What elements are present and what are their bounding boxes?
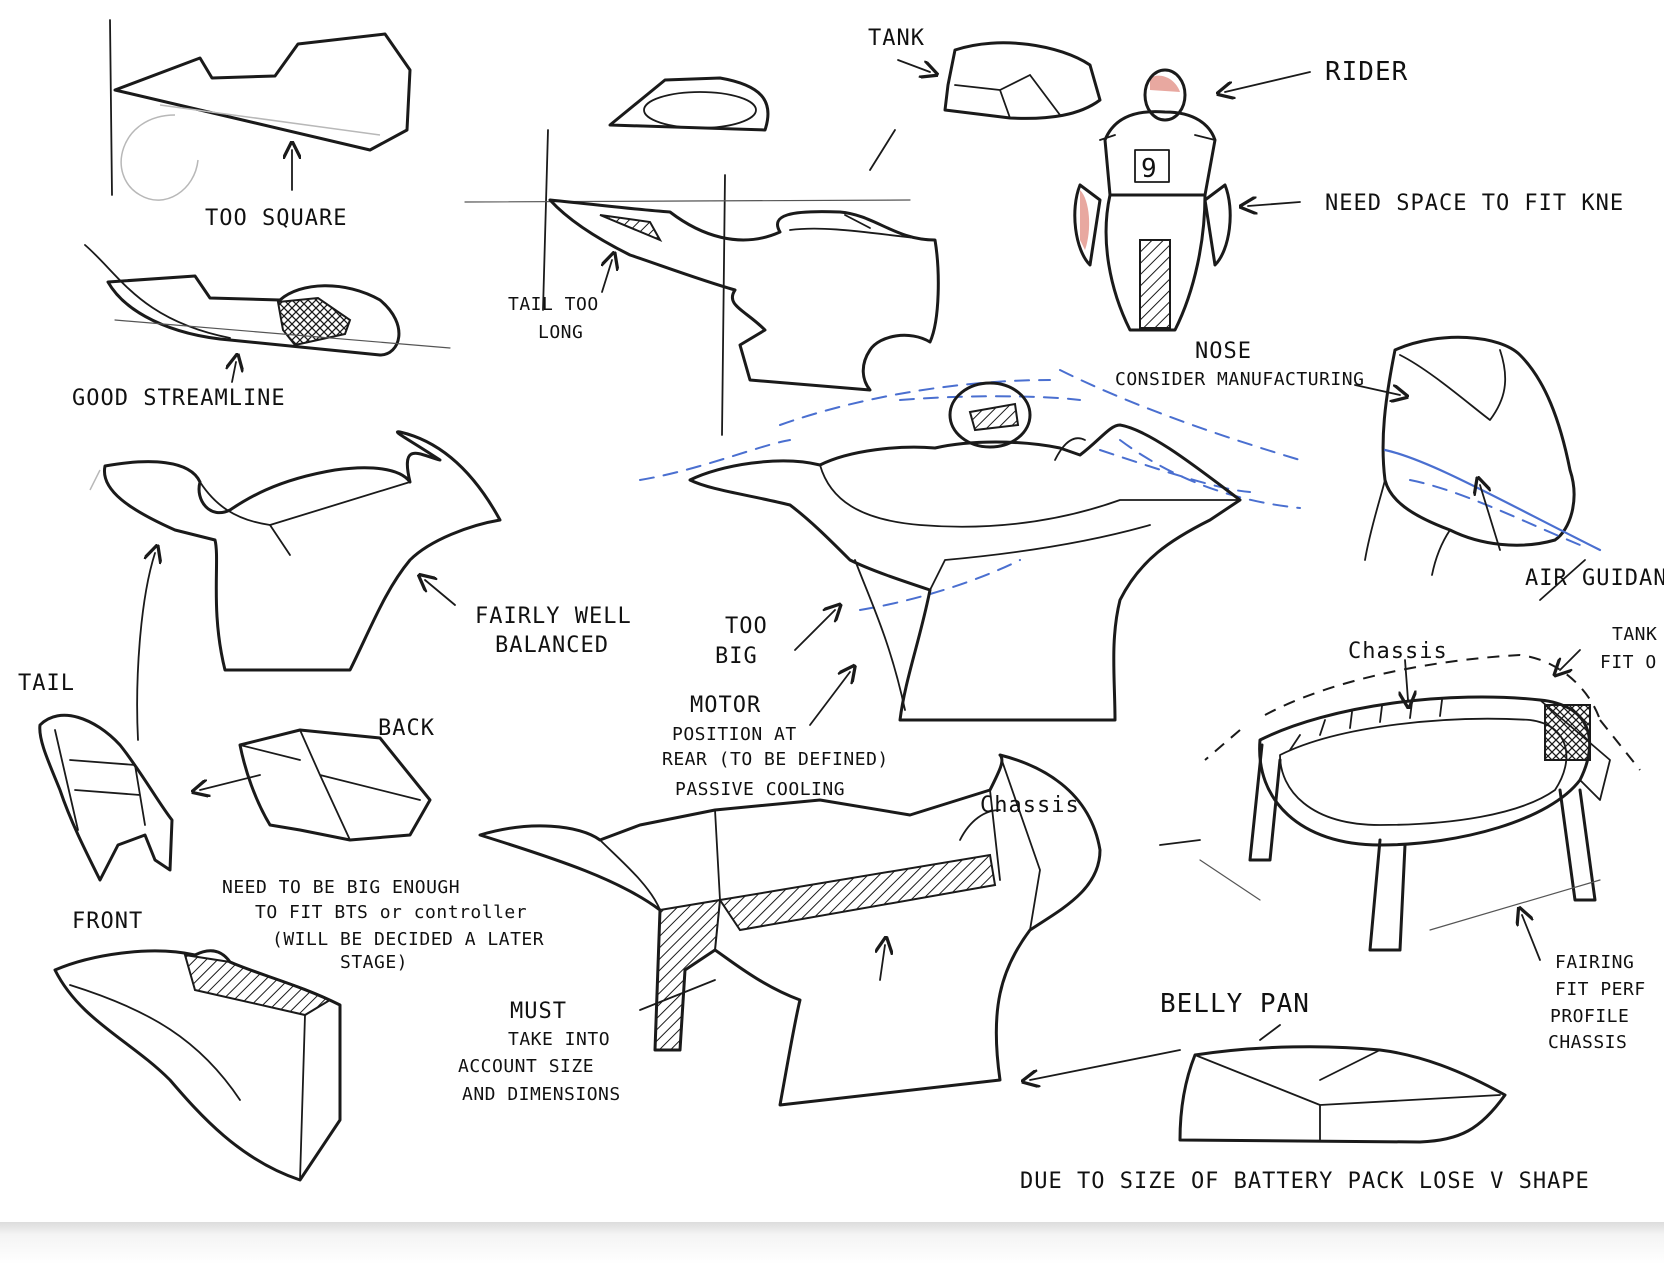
label-must-1: MUST (510, 999, 567, 1024)
label-must-2: TAKE INTO (508, 1029, 610, 1050)
label-fairly-well: FAIRLY WELL (475, 604, 632, 629)
label-must-3: ACCOUNT SIZE (458, 1056, 594, 1077)
label-too-big-2: BIG (715, 644, 758, 669)
label-motor-1: MOTOR (690, 693, 761, 718)
sketch-lower-tail (53, 949, 342, 1182)
label-rider: RIDER (1325, 57, 1408, 87)
sketch-nose (1354, 335, 1602, 601)
annotations: TOO SQUARE GOOD STREAMLINE FAIRLY WELL B… (18, 26, 1664, 1194)
label-fairing-2: FIT PERF (1555, 979, 1646, 1000)
label-too-big-1: TOO (725, 614, 768, 639)
label-fairing-3: PROFILE (1550, 1006, 1629, 1027)
label-chassis-right: Chassis (1348, 639, 1448, 664)
label-tank-fit-2: FIT O (1600, 652, 1657, 673)
label-front: FRONT (72, 909, 143, 934)
label-motor-4: PASSIVE COOLING (675, 779, 845, 800)
label-air-guidance: AIR GUIDAN (1525, 566, 1664, 591)
label-belly-pan: BELLY PAN (1160, 989, 1310, 1019)
label-nose: NOSE (1195, 339, 1252, 364)
label-tank: TANK (868, 26, 925, 51)
label-need-space: NEED SPACE TO FIT KNE (1325, 191, 1624, 216)
sketch-fairly-balanced (89, 430, 502, 741)
label-motor-2: POSITION AT (672, 724, 797, 745)
sketch-good-streamline (84, 244, 451, 383)
label-back: BACK (378, 716, 435, 741)
label-consider: CONSIDER MANUFACTURING (1115, 369, 1364, 390)
label-need-big-3: (WILL BE DECIDED A LATER (272, 929, 544, 950)
label-too-square: TOO SQUARE (205, 206, 347, 231)
rider-number: 9 (1141, 154, 1158, 184)
label-chassis-mid: Chassis (980, 793, 1080, 818)
label-fairing-1: FAIRING (1555, 952, 1634, 973)
sketch-tail-front (38, 713, 174, 882)
sketch-back (200, 728, 432, 842)
label-motor-3: REAR (TO BE DEFINED) (662, 749, 889, 770)
sketch-tank-top (608, 76, 770, 132)
label-tail-too-1: TAIL TOO (508, 294, 599, 315)
sketch-tank-3d (897, 41, 1102, 120)
label-tank-fit-1: TANK (1612, 624, 1657, 645)
label-balanced: BALANCED (495, 633, 609, 658)
label-due-to: DUE TO SIZE OF BATTERY PACK LOSE V SHAPE (1020, 1169, 1590, 1194)
sketch-too-square (109, 19, 412, 201)
label-tail-left: TAIL (18, 671, 75, 696)
label-tail-too-2: LONG (538, 322, 583, 343)
sketch-belly-pan (1178, 1024, 1507, 1144)
scan-bottom-edge (0, 1222, 1664, 1264)
label-need-big-2: TO FIT BTS or controller (255, 902, 527, 923)
label-need-big-4: STAGE) (340, 952, 408, 973)
label-fairing-4: CHASSIS (1548, 1032, 1627, 1053)
sketch-body-chassis (478, 753, 1201, 1107)
sketch-tail-too-long (464, 129, 940, 436)
sketch-rider: 9 (1073, 68, 1311, 332)
sketch-main-fairing (639, 369, 1301, 726)
label-must-4: AND DIMENSIONS (462, 1084, 621, 1105)
label-good-streamline: GOOD STREAMLINE (72, 386, 286, 411)
sketch-chassis-right (1199, 649, 1641, 961)
label-need-big-1: NEED TO BE BIG ENOUGH (222, 877, 460, 898)
